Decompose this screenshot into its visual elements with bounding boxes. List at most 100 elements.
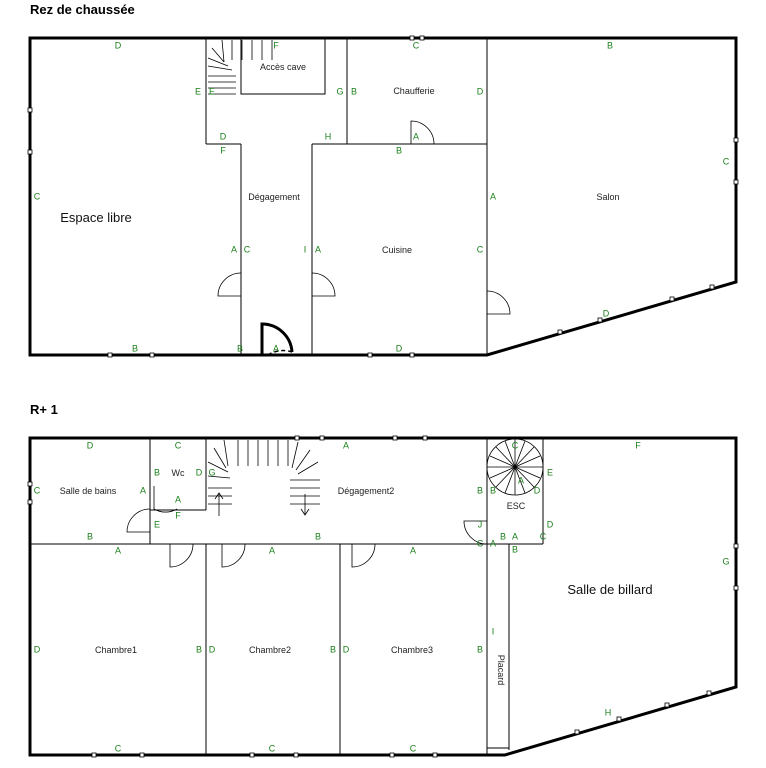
wall-label: B (477, 644, 483, 654)
window-marker (249, 752, 255, 758)
wall-label: B (351, 86, 357, 96)
window-marker (367, 352, 373, 358)
room-degagement: Dégagement (248, 192, 300, 202)
wall-label: B (154, 467, 160, 477)
room-degagement2: Dégagement2 (338, 486, 395, 496)
wall-label: B (315, 531, 321, 541)
wall-label: A (115, 545, 121, 555)
wall-label: F (635, 440, 641, 450)
window-marker (107, 352, 113, 358)
wall-label: D (87, 440, 94, 450)
wall-label: B (330, 644, 336, 654)
wall-label: A (413, 131, 419, 141)
wall-label: F (273, 40, 279, 50)
door-arc (217, 272, 242, 297)
wall-label: B (607, 40, 613, 50)
wall-label: C (540, 531, 547, 541)
wall-label: E (547, 467, 553, 477)
wall-label: G (208, 467, 215, 477)
wall-label: A (518, 475, 524, 485)
window-marker (669, 296, 675, 302)
window-marker (319, 435, 325, 441)
wall-label: E (154, 519, 160, 529)
room-placard: Placard (496, 655, 506, 686)
wall-label: C (34, 485, 41, 495)
door-arc (410, 120, 435, 145)
wall-label: B (132, 343, 138, 353)
wall-label: B (87, 531, 93, 541)
window-marker (733, 179, 739, 185)
window-marker (422, 435, 428, 441)
wall-label: D (343, 644, 350, 654)
room-cuisine: Cuisine (382, 245, 412, 255)
wall-label: A (490, 538, 496, 548)
room-esc: ESC (507, 501, 526, 511)
wall-label: A (175, 494, 181, 504)
window-marker (616, 716, 622, 722)
wall-label: J (478, 519, 483, 529)
room-salle-de-bains: Salle de bains (60, 486, 117, 496)
window-marker (733, 543, 739, 549)
wall-label: B (500, 531, 506, 541)
wall-label: C (269, 743, 276, 753)
window-marker (139, 752, 145, 758)
door-arc (351, 543, 376, 568)
window-marker (294, 435, 300, 441)
wall-label: H (605, 707, 612, 717)
door-arc (486, 290, 511, 315)
wall-label: C (512, 440, 519, 450)
room-chambre3: Chambre3 (391, 645, 433, 655)
wall-label: D (396, 343, 403, 353)
wall-label: H (325, 131, 332, 141)
wall-label: C (175, 440, 182, 450)
ground-outer-wall (28, 36, 738, 357)
wall-label: D (115, 40, 122, 50)
window-marker (419, 35, 425, 41)
wall-label: B (237, 343, 243, 353)
window-marker (409, 352, 415, 358)
wall-label: I (492, 626, 495, 636)
wall-label: D (209, 644, 216, 654)
window-marker (709, 284, 715, 290)
door-arc (311, 272, 336, 297)
ground-floor: Rez de chaussée (27, 2, 739, 358)
window-marker (664, 702, 670, 708)
wall-label: B (490, 485, 496, 495)
wall-label: C (413, 40, 420, 50)
room-chaufferie: Chaufferie (393, 86, 434, 96)
wall-label: F (220, 145, 226, 155)
wall-label: D (220, 131, 227, 141)
window-marker (574, 729, 580, 735)
wall-label: A (490, 191, 496, 201)
wall-label: C (115, 743, 122, 753)
wall-label: B (512, 544, 518, 554)
stair-icon (207, 439, 320, 516)
wall-label: A (512, 531, 518, 541)
cave-access-box (240, 37, 326, 95)
first-floor-title: R+ 1 (30, 402, 58, 417)
wall-label: G (722, 556, 729, 566)
wall-label: C (34, 191, 41, 201)
window-marker (91, 752, 97, 758)
room-wc: Wc (172, 468, 185, 478)
door-arc (169, 543, 194, 568)
entrance-door (260, 322, 294, 355)
window-marker (597, 317, 603, 323)
window-marker (27, 107, 33, 113)
window-marker (27, 499, 33, 505)
wall-label: B (196, 644, 202, 654)
wall-label: A (273, 343, 279, 353)
spiral-stair-icon (486, 438, 544, 496)
wall-label: F (175, 510, 181, 520)
window-marker (432, 752, 438, 758)
wall-label: E (209, 86, 215, 96)
window-marker (733, 137, 739, 143)
wall-label: D (547, 519, 554, 529)
wall-label: A (269, 545, 275, 555)
window-marker (389, 752, 395, 758)
window-marker (409, 35, 415, 41)
door-arc (221, 543, 246, 568)
stair-icon (207, 39, 273, 95)
wall-label: D (534, 485, 541, 495)
